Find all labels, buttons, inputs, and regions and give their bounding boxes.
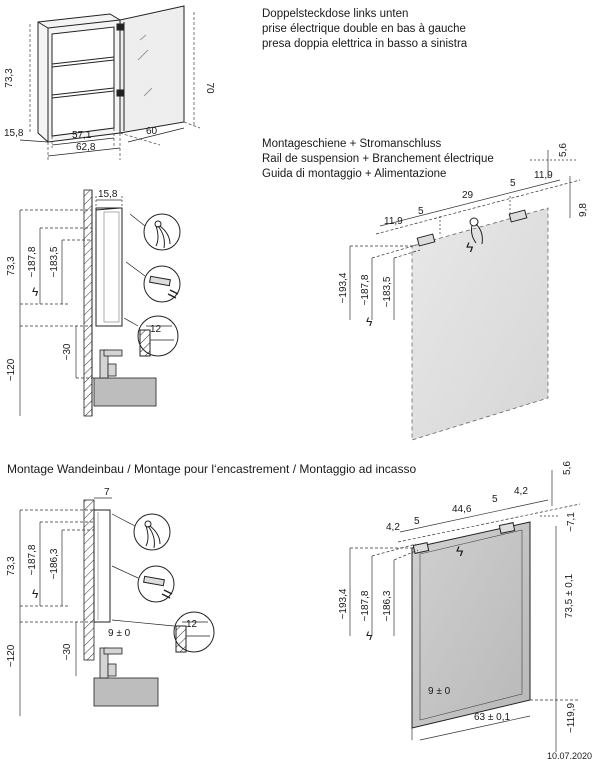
front1-d5a-label: 5 [510,178,516,189]
front2-h1199-label: ~119,9 [566,703,577,734]
front-view-2-dims [349,470,581,752]
date-stamp: 10.07.2020 [546,751,592,761]
iso-depth-label: 15,8 [4,128,24,139]
rail-note-it: Guida di montaggio + Alimentazione [262,168,447,180]
front1-h187-label: ~187,8 [360,274,371,305]
side1-depth-label: 15,8 [98,189,118,200]
rail-note-fr: Rail de suspension + Branchement électri… [262,153,494,165]
side2-h73-label: 73,3 [6,556,17,576]
detail-bracket-icon-1 [143,265,181,303]
power-icon: ϟ [32,587,39,601]
iso-width-label: 62,8 [76,142,96,153]
front1-h183-label: ~183,5 [382,276,393,307]
front1-d29-label: 29 [462,190,474,201]
front2-h193-label: ~193,4 [338,588,349,619]
front1-h193-label: ~193,4 [338,272,349,303]
front1-d98-label: 9,8 [578,203,589,217]
power-icon: ϟ [366,629,373,643]
recessed-mount-title: Montage Wandeinbau / Montage pour l‘enca… [7,462,417,476]
side-view-1-dims [19,196,123,416]
side2-h120-label: ~120 [6,644,17,667]
front1-d56-label: 5,6 [558,143,569,157]
front2-d5a-label: 5 [492,494,498,505]
side-view-2 [83,499,159,707]
side2-gap-label: 9 ± 0 [108,628,131,639]
side1-h120-label: ~120 [6,358,17,381]
cabinet-isometric [37,5,185,143]
front-view-1 [411,207,549,441]
side1-h73-label: 73,3 [6,256,17,276]
front1-d5b-label: 5 [418,206,424,217]
iso-inner-width-label: 57,1 [72,130,92,141]
side1-detail-label: 12 [150,324,162,335]
front-view-2 [411,521,531,729]
side1-h187-label: ~187,8 [27,246,38,277]
power-icon: ϟ [32,285,39,299]
rail-note-de: Montageschiene + Stromanschluss [262,138,442,150]
iso-total-height-label: 70 [204,82,215,94]
side1-h183-label: ~183,5 [49,246,60,277]
socket-note-it: presa doppia elettrica in basso a sinist… [262,38,468,50]
detail-cable-icon-1 [143,213,181,251]
side-view-2-dims [19,497,112,716]
socket-note-de: Doppelsteckdose links unten [262,8,409,20]
front1-d119a-label: 11,9 [534,170,553,181]
detail-gap-icon-2 [173,611,215,653]
detail-gap-icon-1 [137,315,179,357]
socket-note-fr: prise électrique double en bas à gauche [262,23,466,35]
front2-h186-label: ~186,3 [382,590,393,621]
front-view-1-dims [349,150,581,320]
power-icon: ϟ [466,239,474,255]
front1-d119b-label: 11,9 [384,216,403,227]
front2-d446-label: 44,6 [452,504,472,515]
front2-gap-label: 9 ± 0 [428,686,451,697]
front2-d56-label: 5,6 [562,461,573,475]
cabinet-iso-dim-lines [19,127,185,157]
front2-d71-label: ~7,1 [566,512,577,532]
front2-d5b-label: 5 [414,516,420,527]
front2-d42a-label: 4,2 [514,486,528,497]
side2-h187-label: ~187,8 [27,544,38,575]
side2-detail-label: 12 [186,619,198,630]
detail-cable-icon-2 [133,513,171,551]
iso-height-label: 73,3 [4,68,15,88]
front2-h187-label: ~187,8 [360,590,371,621]
iso-door-label: 60 [146,126,158,137]
power-icon: ϟ [456,543,464,559]
power-icon: ϟ [366,315,373,329]
side-view-1 [83,189,157,417]
side1-h30-label: ~30 [62,343,73,360]
detail-bracket-icon-2 [137,565,175,603]
front2-w63-label: 63 ± 0,1 [474,712,511,723]
side2-d7-label: 7 [104,487,110,498]
front2-d42b-label: 4,2 [386,522,400,533]
side2-h30-label: ~30 [62,643,73,660]
side2-h186-label: ~186,3 [49,548,60,579]
front2-h735-label: 73,5 ± 0,1 [564,573,575,618]
